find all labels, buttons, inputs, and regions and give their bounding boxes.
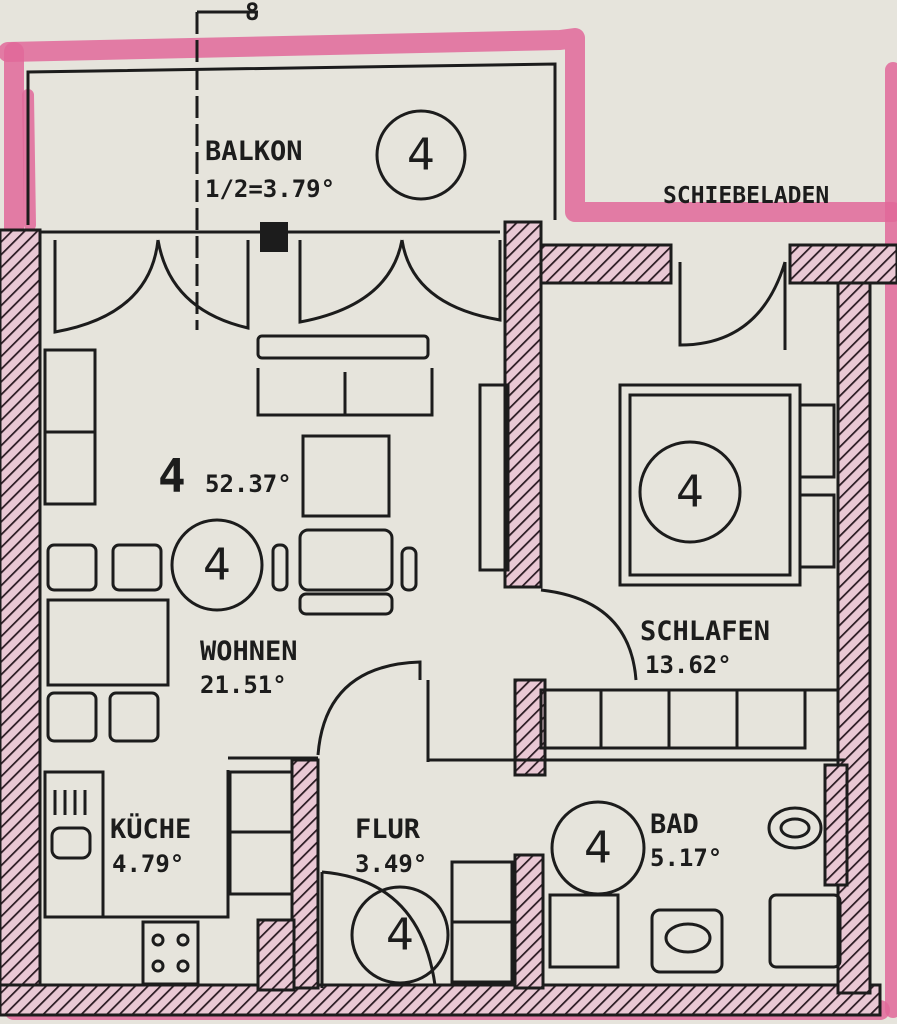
bad-label: BAD <box>650 809 699 840</box>
flur-marker: 4 <box>386 910 414 961</box>
balkon-label: BALKON <box>205 136 303 167</box>
bad-marker-circle <box>550 800 646 896</box>
living-furniture <box>43 334 510 743</box>
wohnen-label: WOHNEN <box>200 636 298 667</box>
balcony-doors <box>53 239 787 350</box>
schlafen-area: 13.62° <box>645 651 732 679</box>
hall-doors <box>316 660 437 988</box>
wohnen-area: 21.51° <box>200 671 287 699</box>
bad-marker: 4 <box>584 823 612 874</box>
bath-fixtures <box>450 806 842 984</box>
north-mark: 8 <box>245 0 259 26</box>
bad-area: 5.17° <box>650 844 722 872</box>
flur-area: 3.49° <box>355 850 427 878</box>
kueche-label: KÜCHE <box>110 812 191 845</box>
kueche-area: 4.79° <box>112 850 184 878</box>
wohnen-marker-circle <box>170 518 264 612</box>
unit-markers: 4 4 4 4 4 <box>170 109 742 985</box>
balkon-area: 1/2=3.79° <box>205 175 335 203</box>
kitchen-fixtures <box>43 770 294 986</box>
room-labels: BALKON 1/2=3.79° SCHIEBELADEN 4 52.37° W… <box>110 136 829 878</box>
balcony-drain <box>260 222 288 252</box>
schlafen-marker: 4 <box>676 467 704 518</box>
wohnen-marker: 4 <box>203 540 231 591</box>
schlafen-marker-circle <box>638 440 742 544</box>
balcony: 8 <box>26 0 557 330</box>
flur-label: FLUR <box>355 814 421 845</box>
balkon-marker-circle <box>375 109 467 201</box>
flur-marker-circle <box>350 885 450 985</box>
schlafen-label: SCHLAFEN <box>640 616 770 647</box>
shutter-label: SCHIEBELADEN <box>663 183 829 209</box>
walls <box>0 220 897 1017</box>
apartment-number: 4 <box>158 449 186 503</box>
balkon-marker: 4 <box>407 130 435 181</box>
apartment-total-area: 52.37° <box>205 470 292 498</box>
bedroom-furniture <box>539 383 836 750</box>
